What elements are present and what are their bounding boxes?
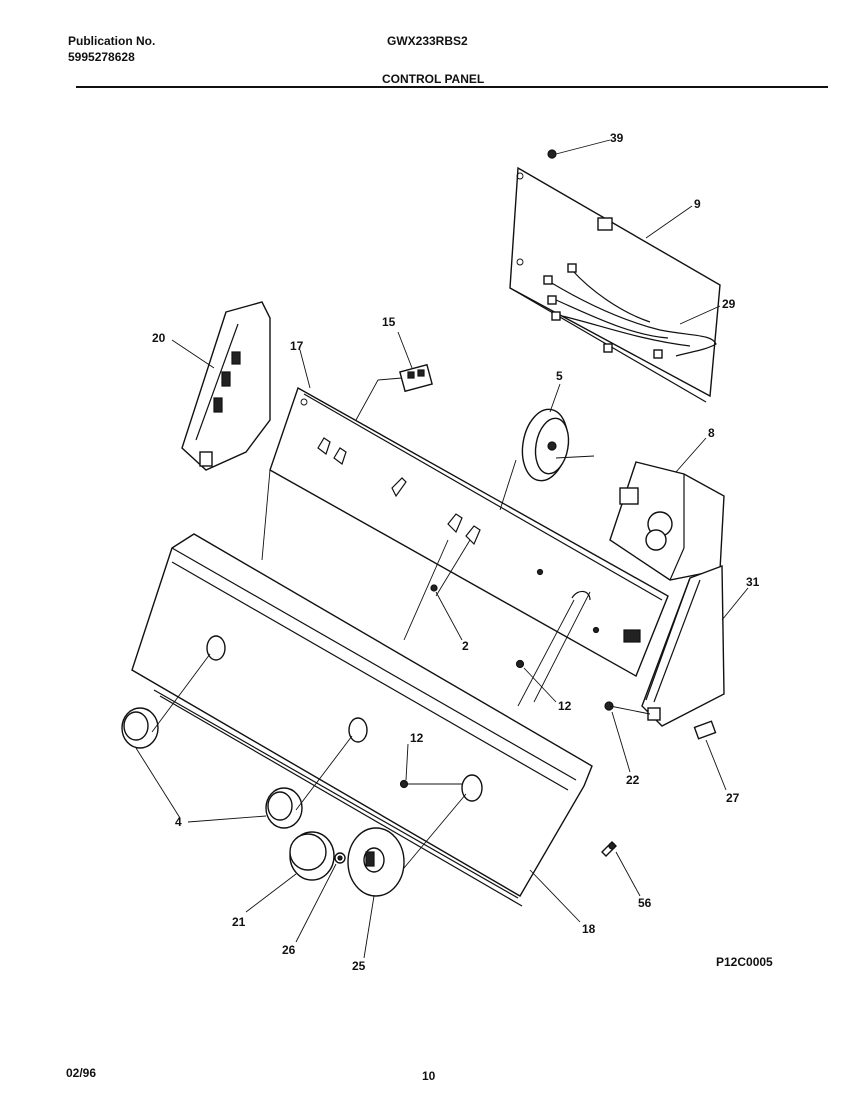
assembly-lines bbox=[151, 377, 651, 869]
figure-code: P12C0005 bbox=[716, 955, 773, 969]
callout-21: 21 bbox=[232, 915, 246, 929]
callout-27: 27 bbox=[726, 791, 740, 805]
callout-56: 56 bbox=[638, 896, 652, 910]
callout-22: 22 bbox=[626, 773, 640, 787]
part-5-timer bbox=[521, 408, 595, 482]
callout-15: 15 bbox=[382, 315, 396, 329]
part-8-control-box bbox=[609, 461, 725, 581]
callout-8: 8 bbox=[708, 426, 715, 440]
part-26-washer bbox=[334, 852, 346, 864]
publication-label: Publication No. bbox=[68, 34, 156, 48]
callout-labels: 39 9 29 20 15 17 5 8 31 2 12 12 22 27 4 … bbox=[152, 131, 760, 973]
callout-29: 29 bbox=[722, 297, 736, 311]
part-15-switch bbox=[399, 363, 433, 393]
part-9-rear-cover bbox=[509, 166, 721, 403]
header-rule bbox=[76, 86, 828, 88]
callout-12b: 12 bbox=[410, 731, 424, 745]
part-4-knobs bbox=[121, 707, 303, 829]
callout-18: 18 bbox=[582, 922, 596, 936]
callout-25: 25 bbox=[352, 959, 366, 973]
part-20-end-bracket bbox=[181, 301, 271, 471]
leader-lines bbox=[135, 139, 749, 959]
callout-12a: 12 bbox=[558, 699, 572, 713]
page-number: 10 bbox=[422, 1069, 436, 1083]
callout-17: 17 bbox=[290, 339, 304, 353]
section-title: CONTROL PANEL bbox=[382, 72, 485, 86]
footer-date: 02/96 bbox=[66, 1066, 97, 1080]
callout-26: 26 bbox=[282, 943, 296, 957]
callout-39: 39 bbox=[610, 131, 624, 145]
callout-31: 31 bbox=[746, 575, 760, 589]
part-25-dial-skirt bbox=[347, 827, 405, 897]
fasteners bbox=[399, 149, 717, 857]
part-17-panel-back bbox=[269, 386, 669, 678]
callout-9: 9 bbox=[694, 197, 701, 211]
part-29-wire-harness bbox=[543, 263, 717, 359]
part-31-end-cap bbox=[641, 564, 725, 727]
model-number: GWX233RBS2 bbox=[387, 34, 468, 48]
callout-5: 5 bbox=[556, 369, 563, 383]
callout-20: 20 bbox=[152, 331, 166, 345]
callout-4: 4 bbox=[175, 815, 182, 829]
publication-number: 5995278628 bbox=[68, 50, 135, 64]
part-18-console bbox=[131, 533, 593, 907]
callout-2: 2 bbox=[462, 639, 469, 653]
part-21-knob bbox=[289, 831, 335, 881]
